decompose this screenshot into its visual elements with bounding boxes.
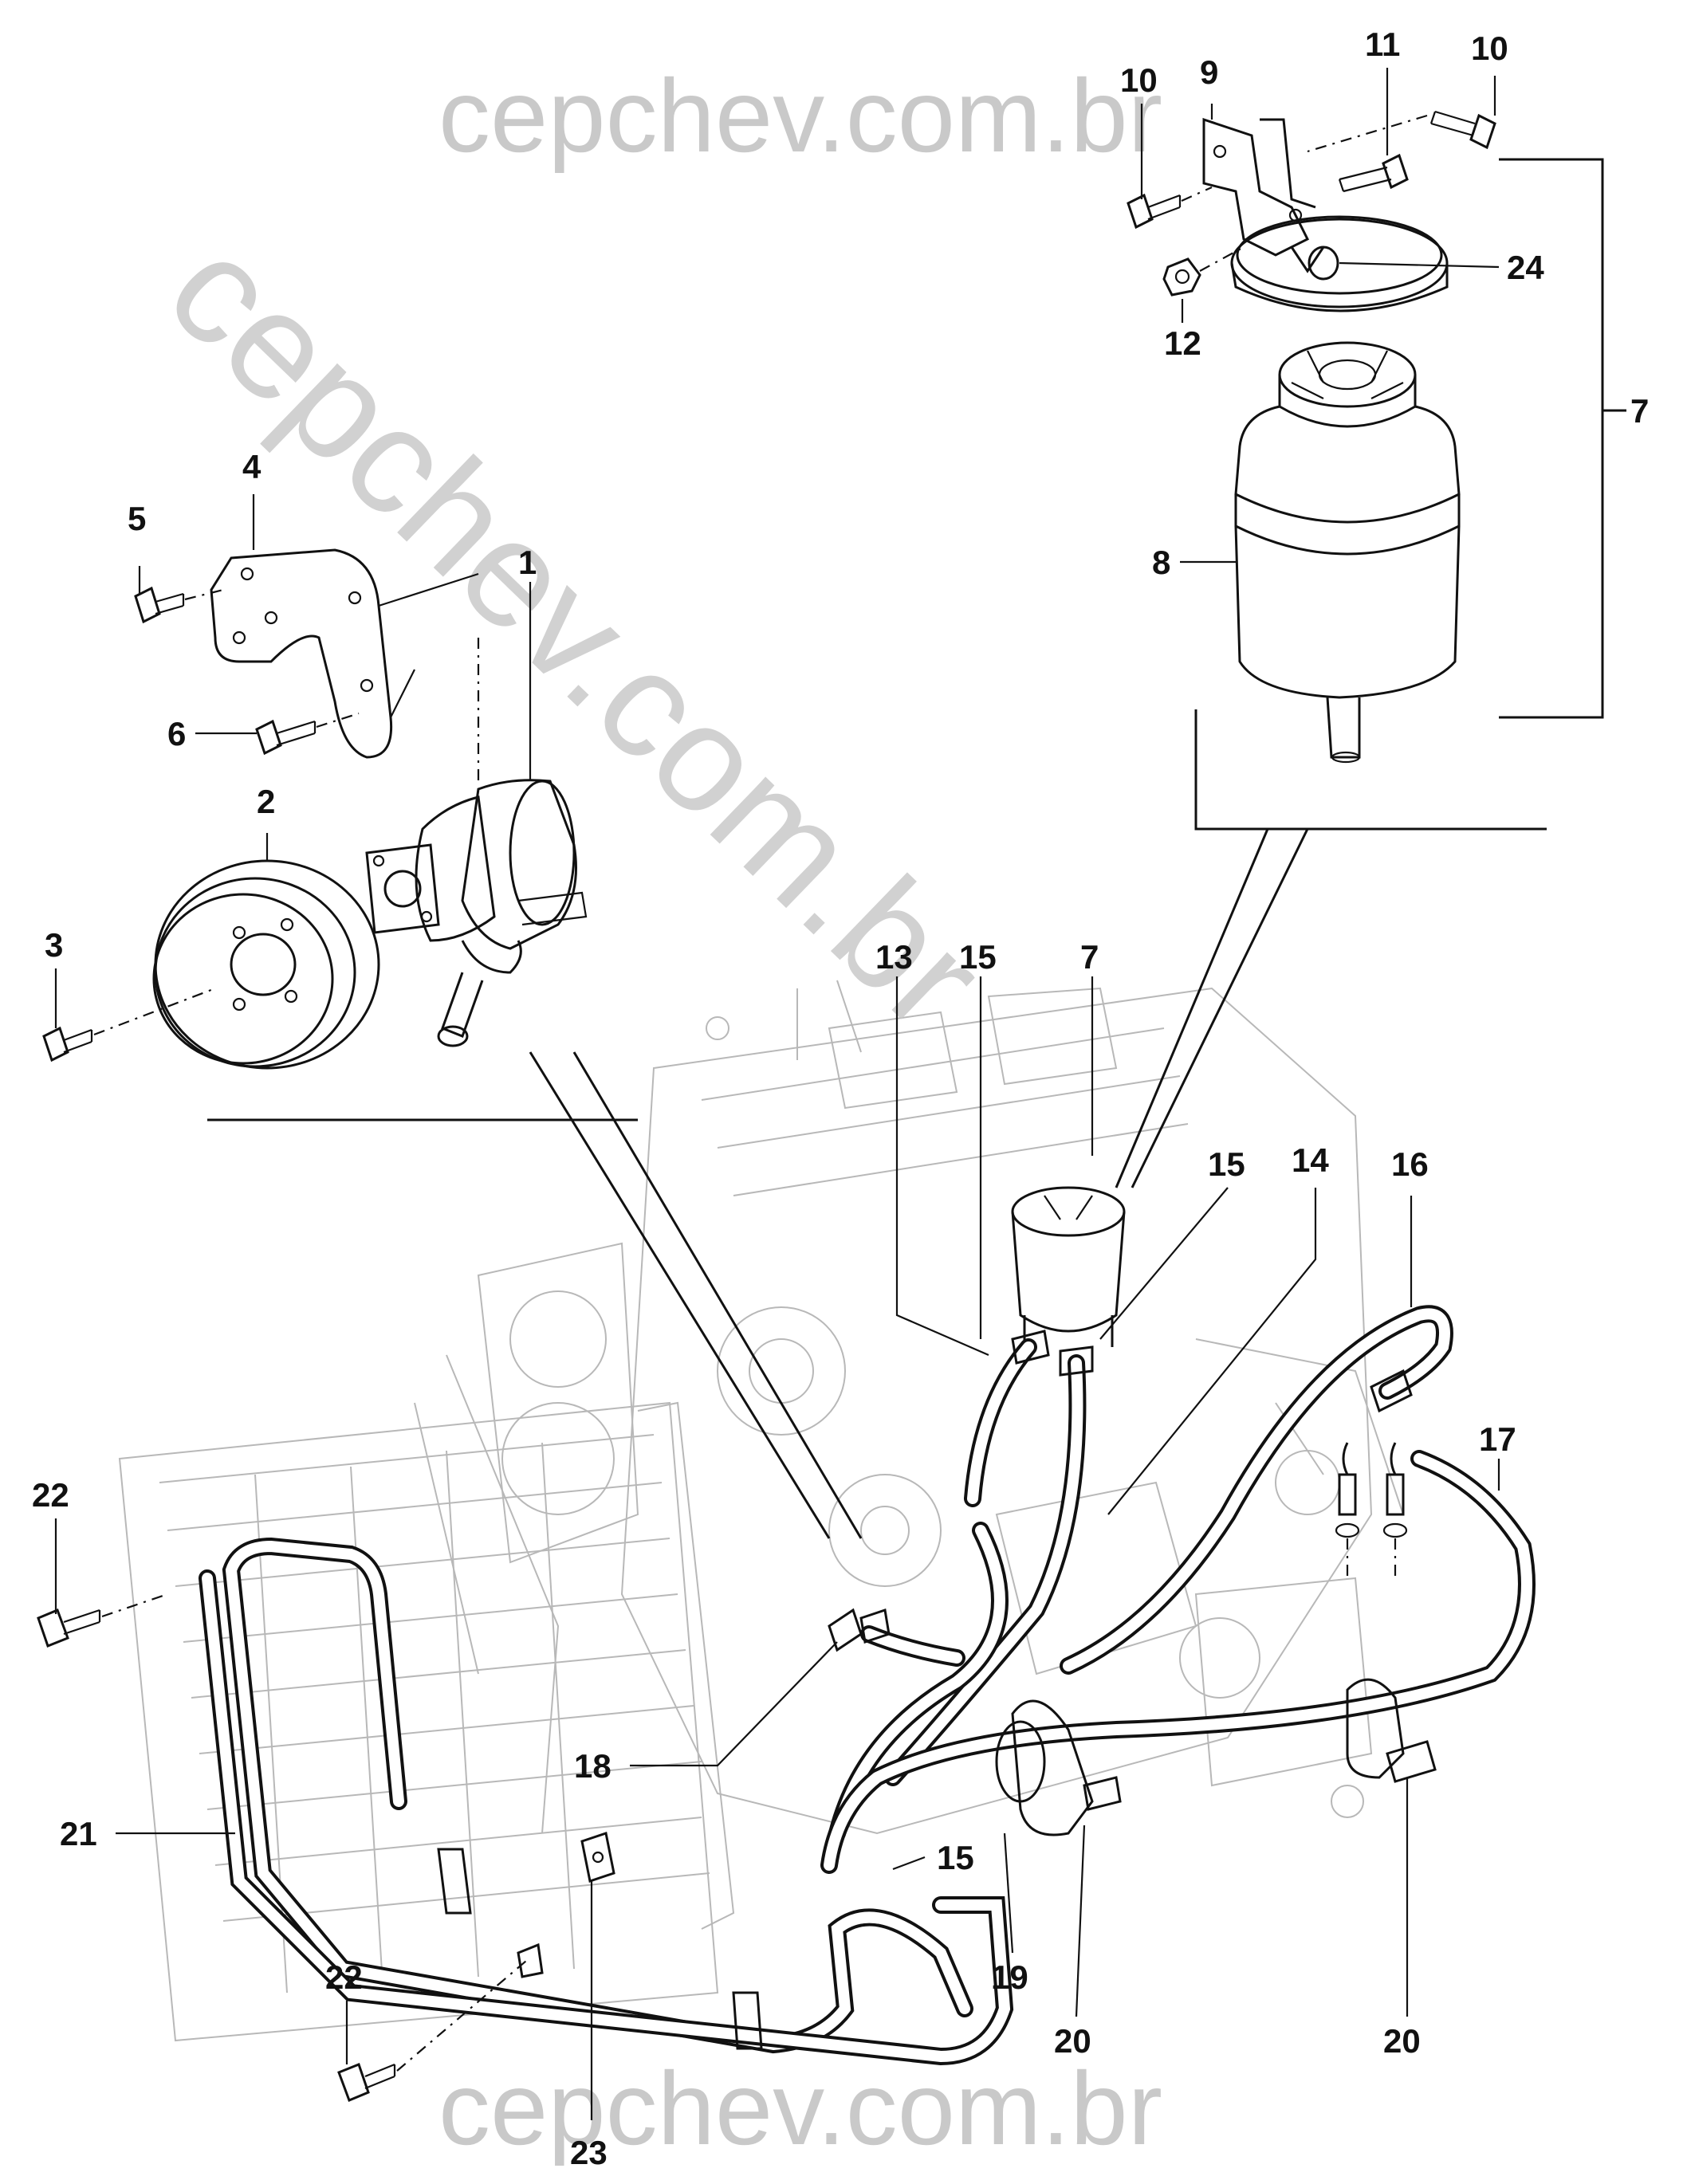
hose-13 [964,1338,1037,1507]
callout-20-right: 20 [1383,2022,1421,2060]
callout-7-assembly: 7 [1630,392,1649,430]
reservoir-clamp-ring [1230,215,1449,312]
cooler-loop [199,1537,1014,2066]
callout-20-left: 20 [1054,2022,1091,2060]
hose-18 [860,1625,965,1667]
reservoir-location-leader [1115,709,1547,1188]
bolt-10-right [1307,110,1496,153]
bolt-3 [42,987,216,1063]
watermark-bottom: cepchev.com.br [438,2050,1162,2166]
callout-24: 24 [1507,249,1544,286]
callout-7-installed: 7 [1080,938,1099,976]
callout-13: 13 [875,938,913,976]
assembly-bracket-7 [1499,158,1626,719]
hose-fittings [828,1330,1413,1652]
fluid-reservoir [1234,341,1461,764]
hose-16 [1060,1305,1453,1675]
callout-11: 11 [1365,26,1400,63]
bolt-10-left [1127,186,1213,230]
clip-20-left [995,1699,1122,1836]
callout-12: 12 [1164,324,1201,362]
bolt-6 [255,712,360,756]
callout-17: 17 [1479,1420,1516,1458]
bracket-23 [580,1832,615,1883]
callout-labels: 1 2 3 4 5 6 7 7 8 9 10 10 11 12 13 14 15… [32,26,1649,2171]
callout-14: 14 [1292,1141,1329,1179]
bolt-22-top [37,1593,168,1648]
callout-3: 3 [45,926,63,964]
callout-6: 6 [167,715,186,752]
callout-22-bottom: 22 [325,1958,363,1996]
callout-2: 2 [257,783,275,820]
callout-18: 18 [574,1747,611,1785]
callout-22-top: 22 [32,1476,69,1514]
callout-4: 4 [242,448,262,485]
callout-8: 8 [1152,544,1170,581]
callout-15-bottom: 15 [937,1839,974,1876]
callout-15-top: 15 [959,938,997,976]
callout-19: 19 [991,1958,1028,1996]
callout-10-right: 10 [1471,29,1508,67]
hose-14 [884,1354,1087,1786]
watermark-diagonal: cepchev.com.br [137,205,1016,1061]
callout-9: 9 [1200,53,1218,91]
clamp-stud [1290,246,1339,281]
hose-return [828,1522,1009,1842]
power-steering-pump [365,779,588,1047]
bolt-22-bottom [337,1960,527,2102]
nut-12 [1162,246,1245,297]
callout-21: 21 [60,1815,97,1852]
callout-23: 23 [570,2134,608,2171]
pump-pulley [152,859,380,1070]
bolt-11 [1338,153,1409,193]
callout-1: 1 [518,544,537,581]
bolt-5 [134,586,224,624]
pump-location-leader [207,1051,863,1539]
callout-leaders [54,68,1500,2120]
pump-bracket [210,548,479,759]
callout-15-mid: 15 [1208,1145,1245,1183]
clip-20-right [1346,1678,1437,1783]
watermark-top: cepchev.com.br [438,57,1162,174]
callout-5: 5 [128,500,146,537]
callout-16: 16 [1391,1145,1429,1183]
engine-background [118,980,1404,2042]
callout-10-left: 10 [1120,61,1158,99]
reservoir-installed [1011,1186,1126,1347]
hose-17 [820,1450,1536,1874]
